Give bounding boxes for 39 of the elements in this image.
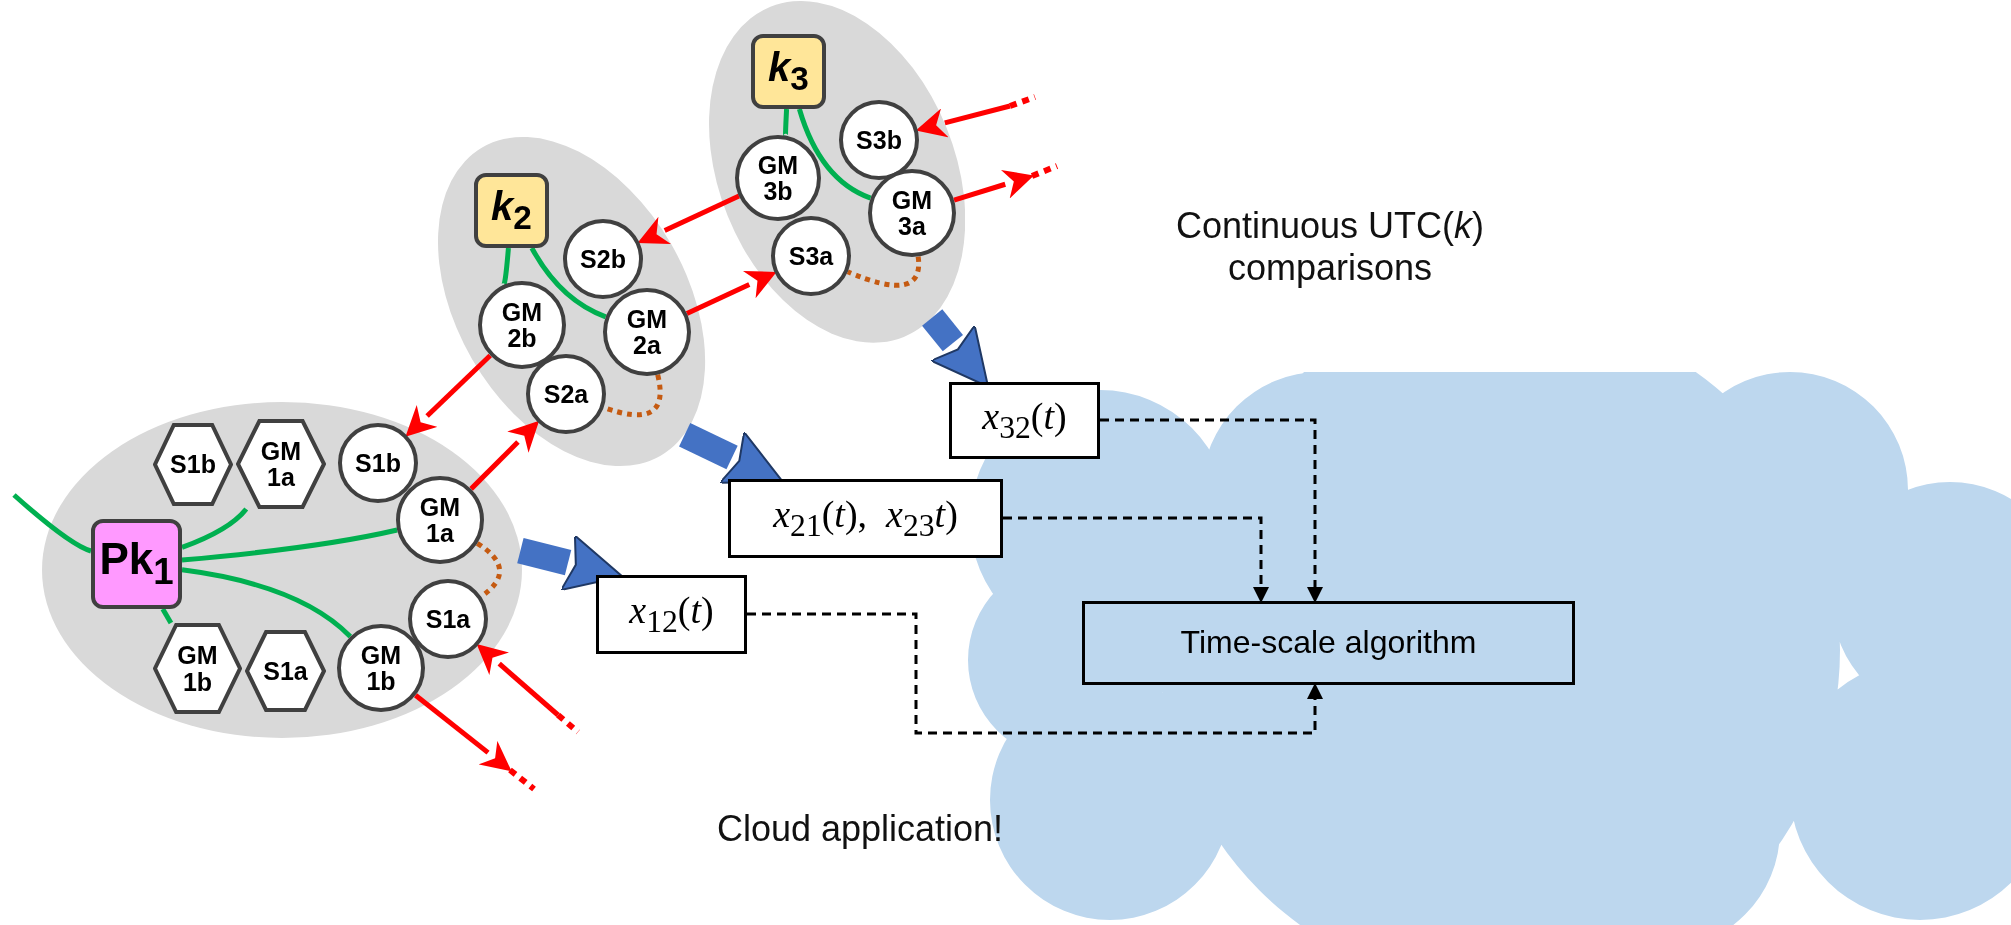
node-label: GM 1a [419,493,461,547]
rounded-box [91,519,182,609]
hexagon-node [153,623,242,714]
node-label: GM 2b [501,298,543,352]
node-label: S3b [856,126,902,154]
site-ellipse [42,402,522,738]
text-box [1082,601,1575,685]
node-label: S1a [425,605,471,633]
node-label: x$_{12}$(t) [629,591,714,638]
text-box [949,382,1100,459]
hexagon-node [236,419,326,509]
node-label: S1b [355,449,401,477]
note-text: Continuous UTC(k) comparisons [1174,205,1486,289]
node-label: S2a [543,380,589,408]
node-label: S2b [580,245,626,273]
hexagon-node [153,423,233,506]
node-label: k$_{2}$ [491,185,532,236]
site-ellipse [438,137,706,467]
node-label: GM 1a [260,437,302,491]
node-label: S3a [788,242,834,270]
text-box [596,575,747,654]
node-label: k$_{3}$ [768,46,809,97]
node-label: x$_{32}$(t) [982,397,1067,444]
node-label: GM 3b [757,151,799,205]
rounded-box [474,173,549,248]
rounded-box [751,34,826,109]
note-text: Cloud application! [715,808,1005,850]
node-label: GM 1b [177,642,218,695]
node-label: GM 3a [891,186,933,240]
node-label: S1a [263,657,308,685]
node-label: GM 2a [626,305,668,359]
text-box [728,479,1003,558]
node-label: S1b [170,451,216,478]
node-label: GM 1b [360,641,402,695]
node-label: x$_{21}$(t), x$_{23}$t) [773,495,958,542]
node-label: Time-scale algorithm [1180,626,1477,660]
hexagon-node [245,630,326,712]
node-label: Pk$_{1}$ [99,536,174,592]
site-ellipse [708,1,966,343]
